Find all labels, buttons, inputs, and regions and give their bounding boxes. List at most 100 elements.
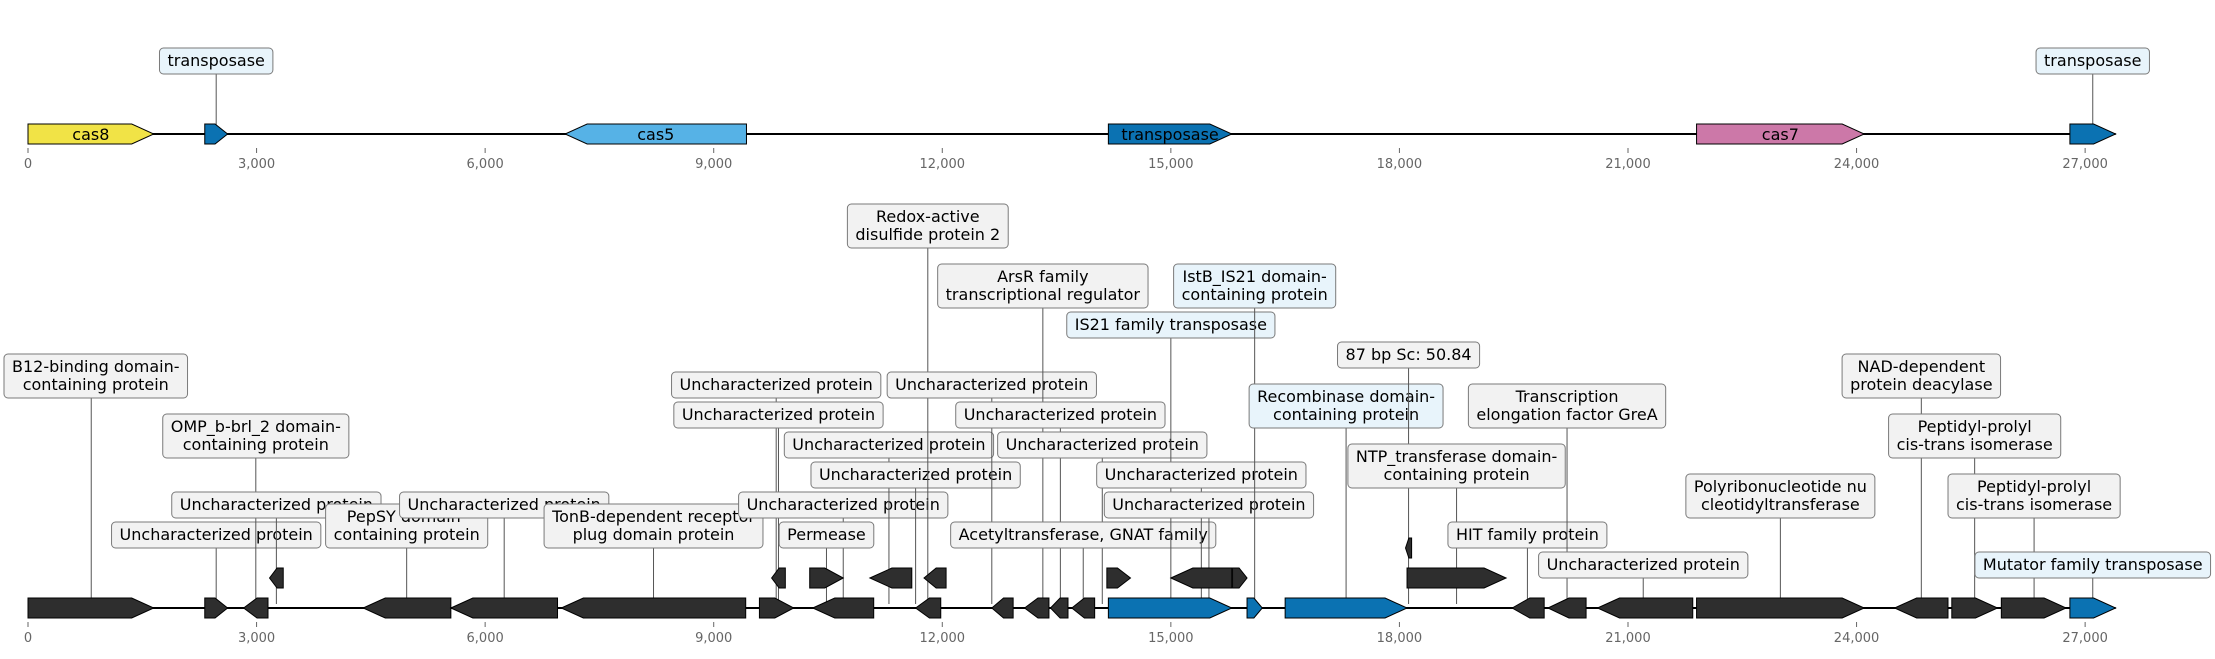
bottom-label-text: Redox-active (876, 207, 980, 226)
bottom-gene-other (914, 597, 942, 619)
bottom-feature-label: Uncharacterized protein (997, 431, 1208, 459)
bottom-label-text: Uncharacterized protein (964, 405, 1157, 424)
top-gene-transposase (204, 123, 229, 145)
bottom-label-box (810, 461, 1021, 489)
bottom-label-box (937, 263, 1149, 309)
bottom-label-text: HIT family protein (1456, 525, 1599, 544)
bottom-label-text: Uncharacterized protein (120, 525, 313, 544)
bottom-label-box (673, 401, 884, 429)
bottom-gene-other (1106, 567, 1132, 589)
bottom-feature-label: Uncharacterized protein (1096, 461, 1307, 489)
top-tick-label: 21,000 (1605, 157, 1651, 172)
bottom-label-text: cleotidyltransferase (1701, 495, 1860, 514)
bottom-gene-other (991, 597, 1014, 619)
bottom-label-box (778, 521, 875, 549)
bottom-label-text: Polyribonucleotide nu (1694, 477, 1867, 496)
bottom-label-text: Peptidyl-prolyl (1918, 417, 2032, 436)
bottom-genes (27, 537, 2117, 619)
bottom-label-text: IstB_IS21 domain- (1182, 267, 1326, 287)
bottom-label-box (1337, 341, 1481, 369)
bottom-gene-transposase (1107, 597, 1234, 619)
bottom-feature-label: 87 bp Sc: 50.84 (1337, 341, 1481, 369)
top-tick-label: 18,000 (1377, 157, 1423, 172)
top-gene-label: cas7 (1762, 125, 1799, 144)
top-tick-label: 27,000 (2062, 157, 2108, 172)
bottom-feature-label: B12-binding domain-containing protein (3, 353, 189, 399)
top-tick-label: 0 (24, 157, 32, 172)
bottom-gene-other (811, 597, 875, 619)
bottom-label-text: Uncharacterized protein (1105, 465, 1298, 484)
bottom-label-box (846, 203, 1009, 249)
top-tick-label: 3,000 (238, 157, 275, 172)
bottom-label-text: Uncharacterized protein (819, 465, 1012, 484)
bottom-feature-label: Uncharacterized protein (671, 371, 882, 399)
bottom-gene-other (1023, 597, 1050, 619)
bottom-tick-label: 15,000 (1148, 631, 1194, 646)
top-gene-transposase (1107, 123, 1234, 145)
top-label-box (2035, 47, 2150, 75)
bottom-label-text: Mutator family transposase (1983, 555, 2203, 574)
top-gene-transposase (2069, 123, 2117, 145)
bottom-label-text: containing protein (183, 435, 329, 454)
top-tick-label: 24,000 (1834, 157, 1880, 172)
bottom-label-text: Peptidyl-prolyl (1977, 477, 2091, 496)
bottom-tick-label: 24,000 (1834, 631, 1880, 646)
top-gene-label: cas8 (72, 125, 109, 144)
bottom-gene-other (204, 597, 229, 619)
bottom-gene-other (809, 567, 845, 589)
bottom-label-box (738, 491, 949, 519)
bottom-tick-label: 27,000 (2062, 631, 2108, 646)
bottom-label-text: ArsR family (997, 267, 1088, 286)
bottom-label-text: NTP_transferase domain- (1356, 447, 1557, 467)
bottom-gene-transposase (2069, 597, 2117, 619)
bottom-label-text: disulfide protein 2 (855, 225, 1000, 244)
bottom-label-text: IS21 family transposase (1075, 315, 1267, 334)
bottom-gene-other (868, 567, 913, 589)
bottom-tick-label: 0 (24, 631, 32, 646)
bottom-label-box (1974, 551, 2212, 579)
bottom-label-text: Acetyltransferase, GNAT family (959, 525, 1208, 544)
bottom-label-text: containing protein (1182, 285, 1328, 304)
bottom-tick-label: 12,000 (920, 631, 966, 646)
bottom-feature-label: NTP_transferase domain-containing protei… (1347, 443, 1566, 489)
top-tick-label: 9,000 (695, 157, 732, 172)
bottom-label-box (162, 413, 350, 459)
top-feature-label: transposase (2035, 47, 2150, 75)
bottom-label-text: plug domain protein (573, 525, 735, 544)
bottom-feature-label: Mutator family transposase (1974, 551, 2212, 579)
bottom-label-text: containing protein (23, 375, 169, 394)
top-gene-cas5 (563, 123, 747, 145)
bottom-feature-label: Uncharacterized protein (111, 521, 322, 549)
bottom-label-text: TonB-dependent receptor (551, 507, 755, 526)
bottom-label-text: cis-trans isomerase (1956, 495, 2112, 514)
bottom-feature-label: Uncharacterized protein (1103, 491, 1315, 519)
bottom-gene-other (27, 597, 155, 619)
bottom-label-box (1096, 461, 1307, 489)
bottom-label-box (1248, 383, 1444, 429)
bottom-label-text: transcriptional regulator (946, 285, 1141, 304)
bottom-label-text: Uncharacterized protein (1547, 555, 1740, 574)
bottom-label-box (1103, 491, 1315, 519)
bottom-label-text: Uncharacterized protein (180, 495, 373, 514)
bottom-label-text: OMP_b-brl_2 domain- (171, 417, 341, 437)
bottom-label-text: Uncharacterized protein (1112, 495, 1305, 514)
bottom-feature-label: Permease (778, 521, 875, 549)
top-label-box (158, 47, 274, 75)
bottom-feature-label: OMP_b-brl_2 domain-containing protein (162, 413, 350, 459)
bottom-label-text: Recombinase domain- (1257, 387, 1435, 406)
bottom-label-box (955, 401, 1166, 429)
bottom-label-text: Uncharacterized protein (682, 405, 875, 424)
top-gene-label: transposase (1121, 125, 1218, 144)
bottom-gene-other (1169, 567, 1233, 589)
top-tick-label: 12,000 (920, 157, 966, 172)
